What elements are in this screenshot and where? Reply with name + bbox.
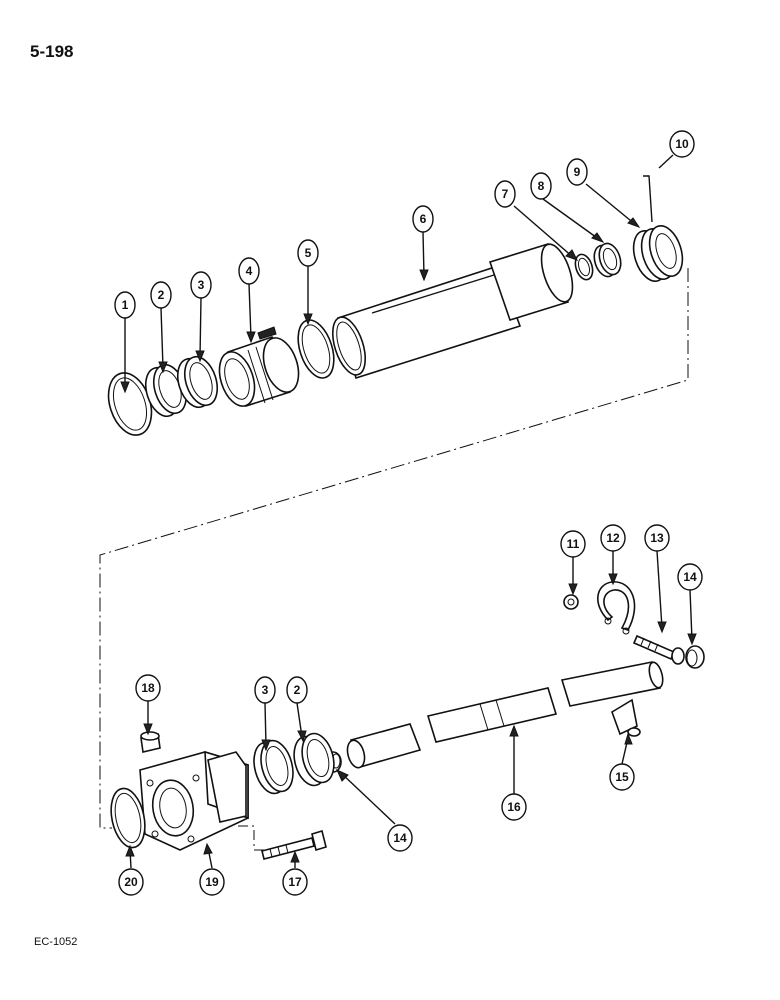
callout-16: 16 [501, 793, 527, 821]
leader-line-3-lower [264, 702, 267, 747]
part-14-plug[interactable] [685, 645, 705, 669]
callout-label-12: 12 [606, 531, 620, 545]
callout-label-8: 8 [538, 179, 545, 193]
part-3-lower-rod-seal[interactable] [249, 737, 298, 797]
part-9-piston[interactable] [628, 222, 689, 286]
callout-11: 11 [560, 530, 586, 558]
part-3-rod-seal[interactable] [172, 353, 223, 412]
part-6-cylinder-barrel[interactable] [326, 240, 578, 380]
part-4-gland[interactable] [213, 326, 305, 411]
callout-2: 2 [150, 281, 172, 309]
leader-line-10 [658, 154, 674, 169]
callout-label-15: 15 [615, 770, 629, 784]
part-18-fitting[interactable] [140, 731, 161, 753]
callout-label-5: 5 [305, 246, 312, 260]
callout-label-17: 17 [288, 875, 302, 889]
callout-9: 9 [566, 158, 588, 186]
callout-label-14-bottom: 14 [393, 831, 407, 845]
part-2-lower-wiper-seal[interactable] [289, 730, 339, 789]
page-number: 5-198 [30, 42, 74, 61]
leader-line-4 [248, 283, 252, 339]
callout-19: 19 [199, 868, 225, 896]
part-13-bolt[interactable] [632, 634, 685, 665]
callout-label-7: 7 [502, 187, 509, 201]
callout-7: 7 [494, 180, 516, 208]
leader-lines [124, 154, 693, 869]
part-10-pin[interactable] [643, 175, 653, 223]
callout-14-bottom: 14 [387, 824, 413, 852]
callout-6: 6 [412, 205, 434, 233]
bolt-connector-line [238, 825, 268, 851]
callout-5: 5 [297, 239, 319, 267]
callout-label-2-lower: 2 [294, 683, 301, 697]
callout-label-13: 13 [650, 531, 664, 545]
part-20-oring[interactable] [106, 785, 150, 850]
callout-1: 1 [114, 291, 136, 319]
leader-line-2 [160, 307, 164, 369]
connector-lines [99, 268, 689, 851]
part-16-cylinder-rod[interactable] [345, 661, 666, 770]
part-7-oring[interactable] [572, 252, 595, 282]
callout-13: 13 [644, 524, 670, 552]
part-8-backup-ring[interactable] [591, 241, 625, 280]
callout-label-10: 10 [675, 137, 689, 151]
leader-line-14b [339, 771, 396, 825]
callout-label-6: 6 [420, 212, 427, 226]
callout-label-16: 16 [507, 800, 521, 814]
callout-8: 8 [530, 172, 552, 200]
leader-arrowheads [120, 217, 697, 863]
part-5-oring[interactable] [292, 316, 341, 383]
callout-label-1: 1 [122, 298, 129, 312]
callout-label-18: 18 [141, 681, 155, 695]
callout-2-lower: 2 [286, 676, 308, 704]
callout-label-9: 9 [574, 165, 581, 179]
leader-line-7 [513, 205, 575, 259]
part-11-nut[interactable] [563, 594, 579, 610]
part-15-tube-clip[interactable] [611, 698, 641, 737]
leader-line-9 [585, 183, 637, 226]
callout-label-3-lower: 3 [262, 683, 269, 697]
callout-label-3: 3 [198, 278, 205, 292]
callout-12: 12 [600, 524, 626, 552]
part-12-clamp[interactable] [597, 581, 636, 635]
callout-4: 4 [238, 257, 260, 285]
callout-label-4: 4 [246, 264, 253, 278]
callout-17: 17 [282, 868, 308, 896]
leader-line-14a [689, 589, 693, 641]
callout-label-19: 19 [205, 875, 219, 889]
callout-3: 3 [190, 271, 212, 299]
callout-20: 20 [118, 868, 144, 896]
callout-label-2: 2 [158, 288, 165, 302]
callout-label-14-top: 14 [683, 570, 697, 584]
callout-3-lower: 3 [254, 676, 276, 704]
callout-14-top: 14 [677, 563, 703, 591]
callout-label-20: 20 [124, 875, 138, 889]
callout-18: 18 [135, 674, 161, 702]
part-1-oring[interactable] [101, 367, 159, 440]
leader-line-6 [422, 231, 425, 277]
callout-15: 15 [609, 763, 635, 791]
drawing-code: EC-1052 [34, 936, 78, 948]
leader-line-3 [199, 297, 202, 358]
part-17-bolt[interactable] [261, 829, 327, 860]
assembly-connector-line [99, 268, 689, 829]
part-19-end-cap[interactable] [139, 750, 249, 851]
leader-line-8 [542, 198, 601, 241]
leader-line-13 [656, 550, 663, 629]
callout-label-11: 11 [567, 537, 580, 551]
callout-10: 10 [669, 130, 695, 158]
